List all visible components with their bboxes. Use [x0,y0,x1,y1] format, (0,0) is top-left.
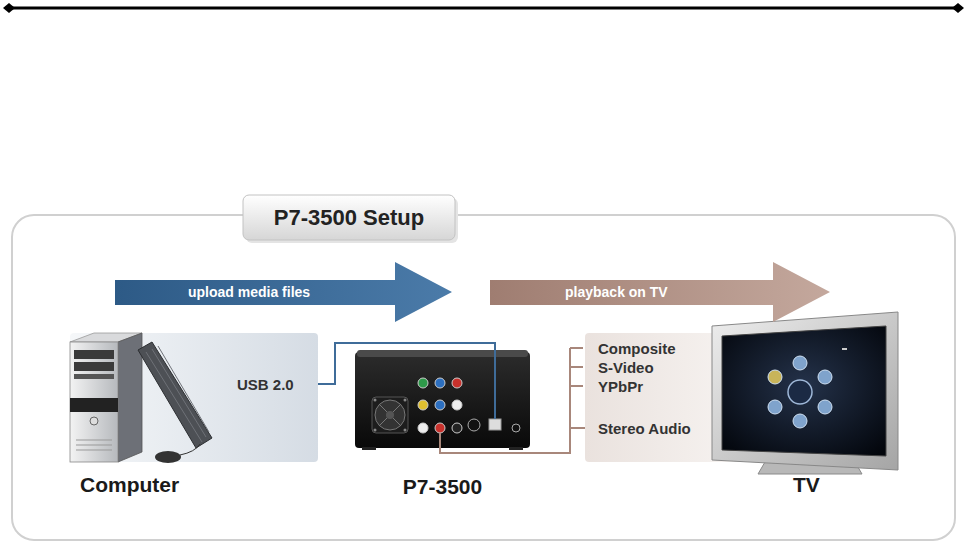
top-rule [3,3,964,13]
computer-illustration-part [180,444,200,455]
media-player-illustration-part [379,404,401,426]
device-caption: P7-3500 [355,475,530,499]
setup-panel-part [12,215,955,540]
media-player-illustration-part [355,352,530,448]
computer-illustration-part [146,352,202,442]
computer-illustration-part [74,374,114,379]
media-player-illustration [355,350,530,450]
top-rule-part [952,3,964,13]
tv-illustration-part [818,400,832,414]
media-player-illustration-part [512,424,520,432]
panel-grounds-part [70,333,318,462]
arrow-label: upload media files [188,280,310,305]
media-player-illustration-part [509,447,523,450]
tv-illustration-part [768,400,782,414]
cable-connector [440,428,585,453]
panel-grounds [70,333,760,462]
top-rule-part [3,3,15,13]
tv-illustration-part [768,370,782,384]
media-player-illustration-part [379,404,401,426]
diagram-title: P7-3500 Setup [243,195,455,240]
tv-illustration-part [842,348,847,350]
tv-illustration-part [793,356,807,370]
signal-label: YPbPr [598,378,643,395]
media-player-illustration-part [386,411,394,419]
computer-illustration-part [152,349,206,437]
media-player-illustration-part [452,378,462,388]
computer-panel: USB 2.0Computer [70,333,318,462]
tv-illustration-part [722,326,886,456]
computer-illustration-part [74,350,114,359]
media-player-illustration-part [489,419,501,430]
setup-panel [12,195,955,540]
signal-label: Composite [598,340,676,357]
cable-wires-part [570,366,583,368]
upload-arrow: upload media files [115,262,452,322]
arrow-body [115,262,452,322]
media-player-illustration-part [468,419,480,431]
computer-illustration-part [118,333,142,462]
media-player-illustration-part [362,447,376,450]
arrow-label: playback on TV [565,280,668,305]
media-player-illustration-part [404,429,407,432]
cable-wires-part [569,348,571,428]
device-caption: TV [793,473,820,497]
cable-connector [318,343,495,384]
cable-wires [440,348,583,450]
device-caption: Computer [80,473,179,497]
arrow-body [490,262,830,322]
computer-illustration-part [76,450,112,451]
media-player-illustration-part [374,399,377,402]
media-player-illustration-part [435,400,445,410]
media-player-illustration-part [435,378,445,388]
signal-label: S-Video [598,359,654,376]
setup-panel-part [243,195,455,240]
port-label: USB 2.0 [237,376,294,394]
computer-illustration-part [70,342,118,462]
cable-wires-part [439,433,441,450]
media-player-illustration-part [374,429,377,432]
playback-arrow: playback on TV [490,262,830,322]
computer-illustration-part [155,451,181,463]
tv-illustration-part [788,380,812,404]
signal-label: Stereo Audio [598,420,691,437]
computer-illustration [70,333,212,463]
computer-illustration-part [90,417,98,425]
tv-illustration [712,312,898,474]
tv-illustration-part [818,370,832,384]
media-player-illustration-part [372,397,408,433]
computer-illustration-part [76,445,112,446]
computer-illustration-part [138,342,212,448]
media-player-illustration-part [404,399,407,402]
tv-illustration-part [712,312,898,470]
media-player-illustration-part [418,423,428,433]
tv-illustration-part [793,414,807,428]
computer-illustration-part [158,346,209,432]
cable-wires-part [570,385,583,387]
media-player-illustration-part [375,400,405,430]
media-player-illustration-part [418,400,428,410]
computer-illustration-part [74,362,114,371]
computer-illustration-part [76,440,112,441]
cable-wires-part [570,347,583,349]
media-player-illustration-part [452,423,462,433]
media-player: P7-3500 [355,350,530,450]
media-player-illustration-part [435,423,445,433]
tv-panel: CompositeS-VideoYPbPrStereo AudioTV [585,333,760,462]
computer-illustration-part [70,398,118,412]
media-player-illustration-part [418,378,428,388]
top-rule-part [12,7,955,10]
cable-wires-part [494,350,496,419]
media-player-illustration-part [357,350,528,357]
media-player-illustration-part [452,400,462,410]
